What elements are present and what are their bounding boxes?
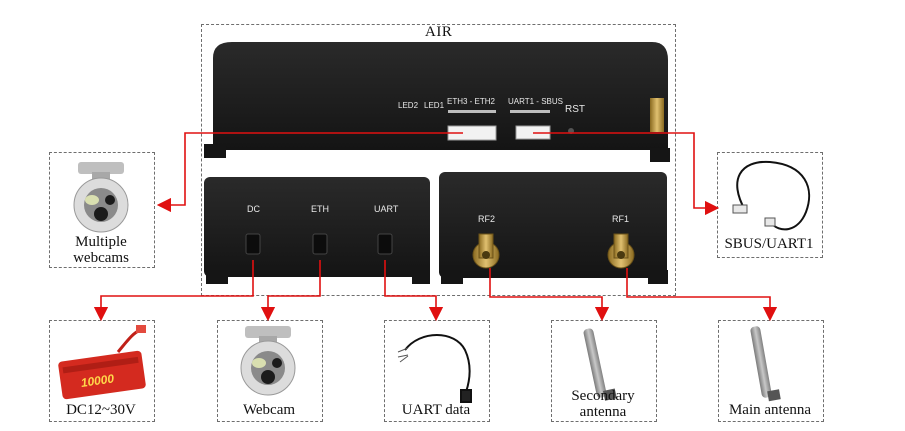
sbus-uart1-caption: SBUS/UART1: [724, 236, 814, 252]
line-to-multiple-webcams: [156, 132, 463, 213]
eth-group-label: ETH3 - ETH2: [447, 97, 496, 106]
rf2-port-label: RF2: [478, 214, 495, 224]
eth-port-label: ETH: [311, 204, 329, 214]
main-antenna-image: [750, 326, 781, 402]
battery-image: 10000: [58, 325, 146, 400]
secondary-antenna-caption-line2: antenna: [579, 404, 627, 420]
rst-label: RST: [565, 104, 585, 115]
uart-port-label: UART: [374, 204, 399, 214]
dc-port-label: DC: [247, 204, 260, 214]
rf2-sma-connector: [472, 233, 500, 269]
line-to-secondary-antenna: [489, 268, 610, 322]
line-to-battery: [93, 260, 254, 322]
main-antenna-caption: Main antenna: [728, 402, 812, 418]
battery-capacity-print: 10000: [80, 371, 115, 390]
rf1-port-label: RF1: [612, 214, 629, 224]
multiple-webcams-caption-line2: webcams: [73, 250, 129, 266]
secondary-antenna-image: [583, 328, 617, 401]
battery-caption: DC12~30V: [66, 402, 136, 418]
led2-label: LED2: [398, 101, 419, 110]
uart-group-label: UART1 - SBUS: [508, 97, 563, 106]
dc-port: [245, 233, 261, 255]
webcam-caption: Webcam: [242, 402, 296, 418]
air-top-panel: LED2 LED1 ETH3 - ETH2 UART1 - SBUS RST: [204, 42, 670, 162]
uart-data-caption: UART data: [401, 402, 471, 418]
rf1-sma-connector: [607, 233, 635, 269]
secondary-antenna-caption-line1: Secondary: [571, 388, 635, 404]
uart-data-cable-image: [397, 334, 472, 403]
top-sma-connector: [650, 98, 664, 132]
air-bottom-right-panel: RF2 RF1: [439, 172, 668, 284]
multiple-webcams-caption: Multiple webcams: [49, 234, 153, 266]
line-to-webcam: [260, 260, 321, 322]
air-bottom-left-panel: DC ETH UART: [204, 177, 430, 284]
connection-lines: [93, 132, 778, 322]
secondary-antenna-box: [551, 320, 657, 422]
eth-port: [312, 233, 328, 255]
uart-port: [377, 233, 393, 255]
line-to-uart-data: [384, 260, 444, 322]
multiple-webcams-caption-line1: Multiple: [75, 234, 127, 250]
line-to-main-antenna: [626, 268, 778, 322]
webcam-image: [240, 326, 296, 396]
line-to-sbus-uart1: [533, 132, 720, 216]
multiple-webcams-image: [73, 162, 129, 233]
air-title: AIR: [425, 24, 453, 40]
secondary-antenna-caption: Secondary antenna: [551, 388, 655, 420]
sbus-uart1-cable-image: [732, 160, 811, 231]
led1-label: LED1: [424, 101, 445, 110]
